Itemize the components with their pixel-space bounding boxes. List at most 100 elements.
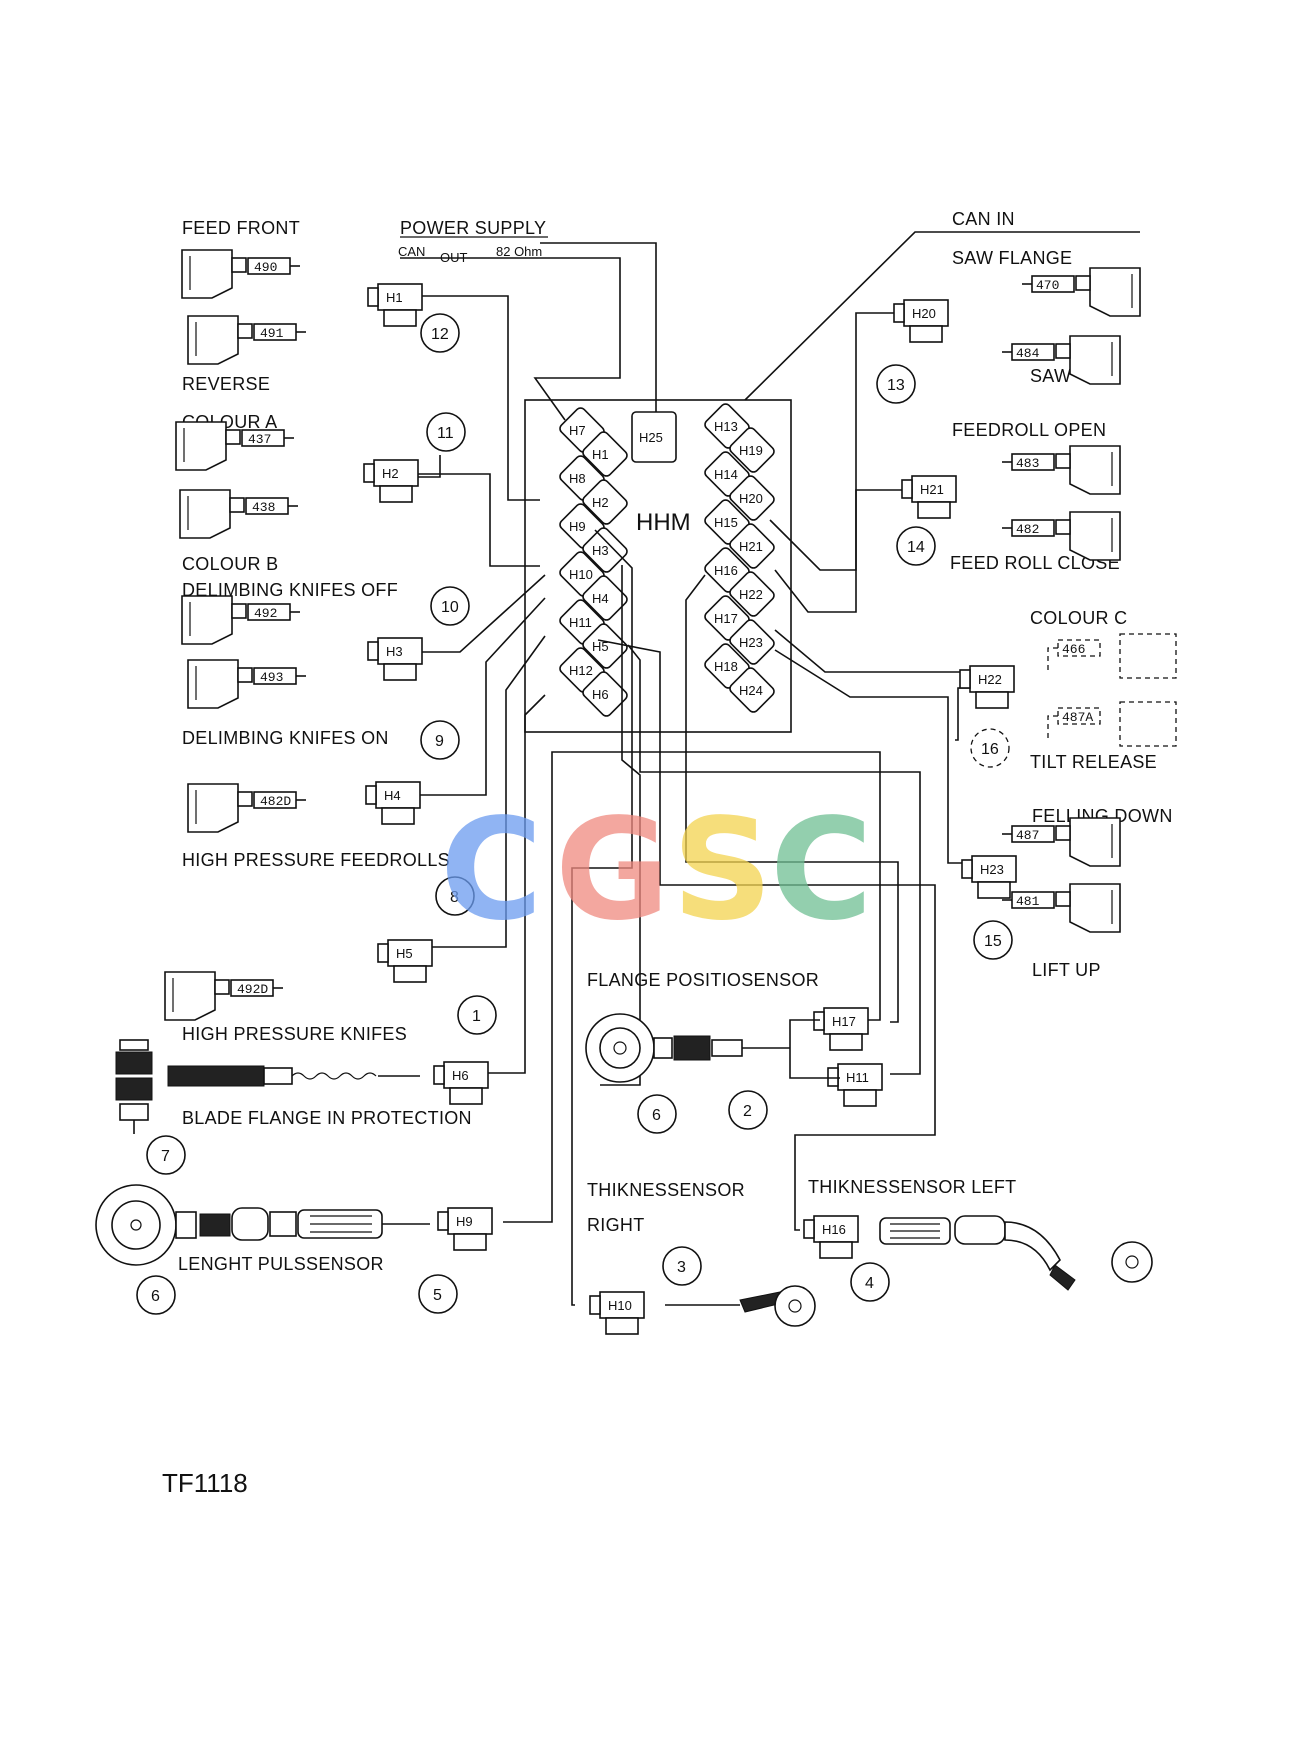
callout-6b: 6 — [637, 1094, 677, 1134]
valve-tag: 490 — [254, 260, 277, 275]
valve-coil-493: 493 — [187, 659, 306, 709]
valve-tag: 470 — [1036, 278, 1059, 293]
connector-label: H5 — [396, 946, 413, 961]
label-feedroll-open: FEEDROLL OPEN — [952, 420, 1106, 440]
connector-h20: H20 — [893, 299, 949, 343]
callout-4: 4 — [850, 1262, 890, 1302]
label-delimbing-on: DELIMBING KNIFES ON — [182, 728, 389, 748]
callout-15: 15 — [973, 920, 1013, 960]
hhm-port-h25 — [631, 411, 677, 463]
hhm-port-label: H3 — [592, 543, 609, 558]
callout-number: 16 — [981, 741, 999, 758]
callout-number: 1 — [472, 1008, 481, 1025]
hhm-port-label: H13 — [714, 419, 738, 434]
hhm-port-h23: H23 — [729, 619, 775, 665]
connector-label: H4 — [384, 788, 401, 803]
valve-coil-470: 470 — [1022, 267, 1141, 317]
callout-6a: 6 — [136, 1275, 176, 1315]
hhm-port-h3: H3 — [582, 527, 628, 573]
callout-number: 15 — [984, 933, 1002, 950]
watermark-letter-2: G — [555, 789, 670, 952]
label-felling-down: FELLING DOWN — [1032, 806, 1173, 826]
valve-tag: 491 — [260, 326, 284, 341]
hhm-port-label: H17 — [714, 611, 738, 626]
hhm-port-h24: H24 — [729, 667, 775, 713]
connector-label: H23 — [980, 862, 1004, 877]
valve-coil-482: 482 — [1002, 511, 1121, 561]
valve-tag: 483 — [1016, 456, 1039, 471]
label-ohm: 82 Ohm — [496, 244, 542, 259]
callout-8: 8 — [435, 876, 475, 916]
callout-13: 13 — [876, 364, 916, 404]
valve-tag: 438 — [252, 500, 275, 515]
hhm-port-label: H8 — [569, 471, 586, 486]
connector-label: H1 — [386, 290, 403, 305]
connector-h5: H5 — [377, 939, 433, 983]
connector-label: H3 — [386, 644, 403, 659]
hhm-port-label: H5 — [592, 639, 609, 654]
valve-coil-437: 437 — [175, 421, 294, 471]
wires — [398, 231, 1140, 1306]
valve-tag: 493 — [260, 670, 283, 685]
hhm-port-label: H19 — [739, 443, 763, 458]
valve-tag: 487A — [1062, 710, 1093, 725]
hhm-port-label: H10 — [569, 567, 593, 582]
label-length-pulse: LENGHT PULSSENSOR — [178, 1254, 384, 1274]
connector-h10: H10 — [589, 1291, 645, 1335]
valve-coil-492: 492 — [181, 595, 300, 645]
hhm-port-h5: H5 — [582, 623, 628, 669]
hhm-port-label: H23 — [739, 635, 763, 650]
thickness-sensor-right — [665, 1285, 816, 1327]
hhm-port-label: H7 — [569, 423, 586, 438]
callout-number: 5 — [433, 1287, 442, 1304]
label-can-in: CAN IN — [952, 209, 1015, 229]
valve-tag: 492D — [237, 982, 268, 997]
hhm-port-label: H1 — [592, 447, 609, 462]
callout-10: 10 — [430, 586, 470, 626]
connector-label: H21 — [920, 482, 944, 497]
hhm-port-label: H11 — [569, 615, 592, 630]
callout-number: 12 — [431, 326, 449, 343]
flange-position-sensor — [585, 1013, 840, 1083]
valve-coil-491: 491 — [187, 315, 306, 365]
hhm-port-label: H6 — [592, 687, 609, 702]
valve-coil-487: 487 — [1002, 817, 1121, 867]
label-thick-right-1: THIKNESSENSOR — [587, 1180, 745, 1200]
callout-7: 7 — [146, 1135, 186, 1175]
connector-label: H22 — [978, 672, 1002, 687]
watermark: C G S C — [440, 789, 873, 952]
label-saw: SAW — [1030, 366, 1071, 386]
callout-16: 16 — [970, 728, 1010, 768]
valve-coil-482d: 482D — [187, 783, 306, 833]
label-reverse: REVERSE — [182, 374, 270, 394]
length-pulse-sensor — [95, 1184, 430, 1266]
connector-h6: H6 — [433, 1061, 489, 1105]
label-delimbing-off: DELIMBING KNIFES OFF — [182, 580, 398, 600]
label-blade-flange: BLADE FLANGE IN PROTECTION — [182, 1108, 472, 1128]
connector-h11: H11 — [827, 1063, 883, 1107]
connector-h3: H3 — [367, 637, 423, 681]
label-lift-up: LIFT UP — [1032, 960, 1101, 980]
valve-tag: 487 — [1016, 828, 1039, 843]
connector-label: H17 — [832, 1014, 856, 1029]
valve-tag: 492 — [254, 606, 277, 621]
callout-number: 14 — [907, 539, 925, 556]
valve-coil-438: 438 — [179, 489, 298, 539]
label-power-supply: POWER SUPPLY — [400, 218, 546, 238]
hhm-port-label: H24 — [739, 683, 763, 698]
valve-coil-dashed-466: 466 — [1047, 633, 1177, 679]
hhm-port-label: H12 — [569, 663, 593, 678]
connector-label: H20 — [912, 306, 936, 321]
connector-label: H6 — [452, 1068, 469, 1083]
valve-tag: 466 — [1062, 642, 1085, 657]
label-hp-knifes: HIGH PRESSURE KNIFES — [182, 1024, 407, 1044]
label-flange-sensor: FLANGE POSITIOSENSOR — [587, 970, 819, 990]
hhm-port-h2: H2 — [582, 479, 628, 525]
connector-h16: H16 — [803, 1215, 859, 1259]
watermark-letter-4: C — [770, 789, 873, 952]
callout-5: 5 — [418, 1274, 458, 1314]
